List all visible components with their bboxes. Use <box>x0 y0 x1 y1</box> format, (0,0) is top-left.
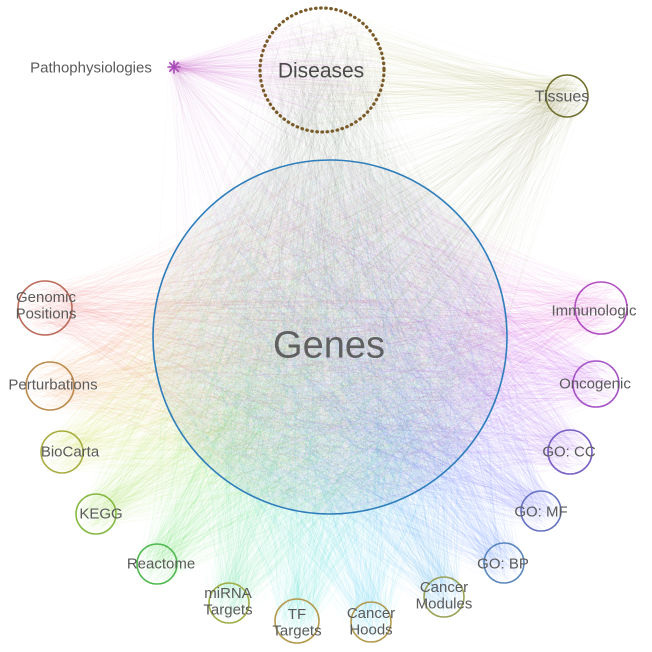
node-perturbations[interactable] <box>25 361 75 411</box>
edges-genes-genomic_positions <box>19 161 497 504</box>
node-immunologic[interactable] <box>574 281 628 335</box>
node-label-tissues: Tissues <box>535 89 590 106</box>
node-reactome[interactable] <box>136 543 178 585</box>
node-pathophysiologies[interactable] <box>167 60 181 74</box>
edges-genes-mirna_targets <box>153 164 503 623</box>
node-label-diseases: Diseases <box>278 59 364 82</box>
edges-genes-go_bp <box>155 162 523 583</box>
node-kegg[interactable] <box>75 493 117 535</box>
node-label-go_cc: GO: CC <box>542 443 596 460</box>
node-go_cc[interactable] <box>547 429 593 475</box>
node-diseases[interactable] <box>258 6 386 134</box>
node-biocarta[interactable] <box>40 430 84 474</box>
node-label-perturbations: Perturbations <box>8 376 97 393</box>
edges-genes-perturbations <box>26 160 505 511</box>
edges-genes-tf_targets <box>158 172 507 643</box>
edge-fans <box>19 8 627 643</box>
node-label-oncogenic: Oncogenic <box>559 375 631 392</box>
edges-genes-pathophysiologies <box>154 61 500 504</box>
node-tf_targets[interactable] <box>274 598 320 644</box>
node-label-kegg: KEGG <box>79 505 122 522</box>
node-cancer_hoods[interactable] <box>350 601 392 643</box>
node-label-genes: Genes <box>273 324 385 366</box>
node-tissues[interactable] <box>545 74 589 118</box>
node-label-go_mf: GO: MF <box>514 503 567 520</box>
node-label-go_bp: GO: BP <box>477 555 529 572</box>
nodes <box>17 6 628 644</box>
edges-diseases-tissues <box>260 8 587 131</box>
node-label-pathophysiologies: Pathophysiologies <box>30 59 152 76</box>
edges-genes-go_mf <box>161 163 561 530</box>
node-go_bp[interactable] <box>483 542 525 584</box>
edges-diseases-pathophysiologies <box>168 18 383 128</box>
node-genes[interactable] <box>152 159 508 515</box>
edges-genes-go_cc <box>162 164 593 512</box>
edges-genes-kegg <box>76 171 503 534</box>
edges-genes-cancer_hoods <box>159 162 504 642</box>
node-label-biocarta: BioCarta <box>41 443 100 460</box>
node-mirna_targets[interactable] <box>208 582 250 624</box>
node-labels: Genes Diseases PathophysiologiesTissuesGen… <box>8 59 637 639</box>
edges-genes-oncogenic <box>159 161 619 513</box>
edges-genes-immunologic <box>166 164 627 507</box>
node-cancer_modules[interactable] <box>423 576 465 618</box>
edges-genes-reactome <box>138 167 502 584</box>
node-genomic_positions[interactable] <box>17 280 73 336</box>
node-go_mf[interactable] <box>520 490 562 532</box>
node-label-immunologic: Immunologic <box>551 302 637 319</box>
node-oncogenic[interactable] <box>572 360 620 408</box>
edges-genes-tissues <box>158 75 588 510</box>
node-label-reactome: Reactome <box>127 555 195 572</box>
edges-genes-biocarta <box>42 167 506 513</box>
